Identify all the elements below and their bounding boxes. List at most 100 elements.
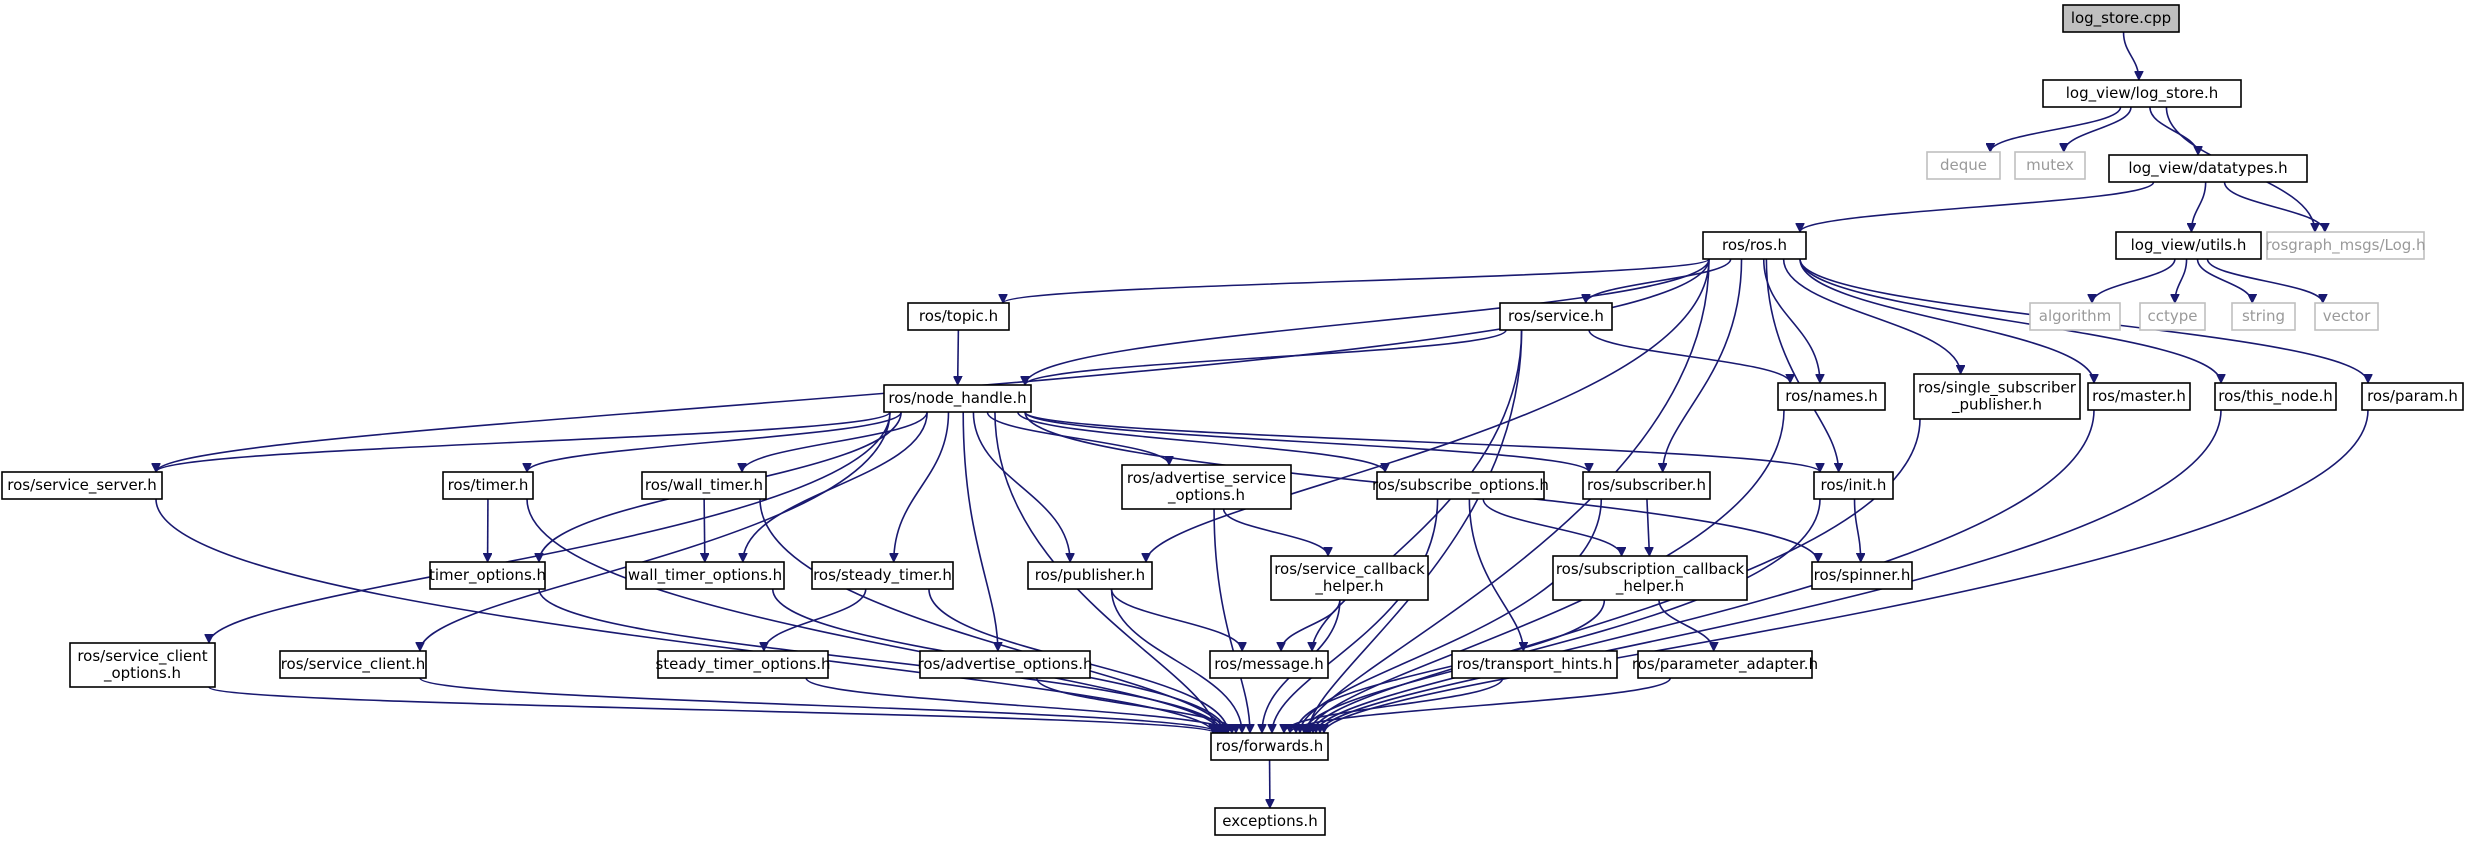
- node-box: [1702, 231, 1807, 260]
- edge-datatypes_h-to-ros_h: [1800, 181, 2155, 233]
- edge-log_store_h-to-datatypes_h: [2149, 106, 2198, 156]
- edge-node_handle_h-to-subscriber_h: [1024, 411, 1589, 473]
- node-label: ros/service.h: [1508, 307, 1604, 325]
- node-adv-service-options-h[interactable]: ros/advertise_service_options.h: [1121, 464, 1292, 510]
- node-label: _options.h: [103, 664, 181, 683]
- edge-node_handle_h-to-timer_h: [527, 411, 902, 473]
- edge-node_handle_h-to-service_client_h: [420, 411, 891, 652]
- node-param-h[interactable]: ros/param.h: [2361, 382, 2464, 411]
- edge-service_callback_helper_h-to-message_h: [1281, 599, 1341, 652]
- node-box: [2214, 382, 2337, 411]
- node-subscriber-h[interactable]: ros/subscriber.h: [1582, 471, 1711, 500]
- node-exceptions-h[interactable]: exceptions.h: [1214, 807, 1326, 836]
- edge-subscribe_options_h-to-subscription_callback_helper_h: [1482, 498, 1621, 557]
- node-advertise-options-h[interactable]: ros/advertise_options.h: [918, 650, 1093, 679]
- node-log-store-cpp[interactable]: log_store.cpp: [2062, 4, 2180, 33]
- node-log-store-h[interactable]: log_view/log_store.h: [2042, 79, 2242, 108]
- edge-utils_h-to-algorithm: [2092, 258, 2176, 304]
- edge-wall_timer_h-to-forwards_h: [759, 498, 1224, 734]
- node-label: ros/parameter_adapter.h: [1632, 655, 1818, 674]
- node-box: [919, 650, 1091, 679]
- node-label: ros/timer.h: [448, 476, 529, 494]
- edge-service_h-to-names_h: [1588, 329, 1790, 384]
- node-datatypes-h[interactable]: log_view/datatypes.h: [2108, 154, 2308, 183]
- node-timer-h[interactable]: ros/timer.h: [442, 471, 534, 500]
- node-label: log_view/datatypes.h: [2128, 159, 2287, 178]
- node-publisher-h[interactable]: ros/publisher.h: [1027, 561, 1153, 590]
- node-label: _options.h: [1167, 486, 1245, 505]
- edges-layer: [156, 31, 2368, 808]
- node-service-client-h[interactable]: ros/service_client.h: [279, 650, 427, 679]
- node-message-h[interactable]: ros/message.h: [1209, 650, 1329, 679]
- node-box: [1499, 302, 1613, 331]
- node-parameter-adapter-h[interactable]: ros/parameter_adapter.h: [1632, 650, 1818, 679]
- node-label: ros/wall_timer.h: [645, 476, 763, 495]
- edge-advertise_options_h-to-forwards_h: [1035, 677, 1236, 734]
- node-subscription-callback-helper-h[interactable]: ros/subscription_callback_helper.h: [1552, 555, 1748, 601]
- node-wall-timer-h[interactable]: ros/wall_timer.h: [641, 471, 767, 500]
- node-label: ros/service_client: [77, 647, 207, 666]
- node-service-h[interactable]: ros/service.h: [1499, 302, 1613, 331]
- node-mutex: mutex: [2014, 151, 2086, 180]
- node-names-h[interactable]: ros/names.h: [1777, 382, 1886, 411]
- edge-log_store_cpp-to-log_store_h: [2122, 31, 2139, 81]
- node-spinner-h[interactable]: ros/spinner.h: [1811, 561, 1913, 590]
- node-label: ros/single_subscriber: [1918, 379, 2077, 398]
- node-transport-hints-h[interactable]: ros/transport_hints.h: [1451, 650, 1618, 679]
- node-node-handle-h[interactable]: ros/node_handle.h: [883, 384, 1032, 413]
- node-label: ros/subscription_callback: [1556, 560, 1745, 579]
- edge-node_handle_h-to-service_server_h: [156, 411, 891, 473]
- edge-node_handle_h-to-wall_timer_h: [742, 411, 928, 473]
- node-single-sub-pub-h[interactable]: ros/single_subscriber_publisher.h: [1913, 373, 2081, 420]
- node-box: [2361, 382, 2464, 411]
- node-algorithm: algorithm: [2029, 302, 2121, 331]
- edge-ros_h-to-init_h: [1765, 258, 1838, 472]
- edge-node_handle_h-to-publisher_h: [972, 411, 1070, 562]
- node-box: [69, 642, 216, 688]
- node-box: [1811, 561, 1913, 590]
- node-box: [2062, 4, 2180, 33]
- edge-node_handle_h-to-steady_timer_h: [894, 411, 950, 562]
- node-box: [1027, 561, 1153, 590]
- node-utils-h[interactable]: log_view/utils.h: [2115, 231, 2262, 260]
- node-box: [1, 471, 163, 500]
- node-subscribe-options-h[interactable]: ros/subscribe_options.h: [1372, 471, 1549, 500]
- node-box: [1376, 471, 1545, 500]
- node-wall-timer-options-h[interactable]: wall_timer_options.h: [625, 561, 785, 590]
- node-ros-h[interactable]: ros/ros.h: [1702, 231, 1807, 260]
- node-forwards-h[interactable]: ros/forwards.h: [1210, 732, 1329, 761]
- edge-datatypes_h-to-utils_h: [2191, 181, 2207, 232]
- node-label: rosgraph_msgs/Log.h: [2265, 236, 2425, 255]
- node-topic-h[interactable]: ros/topic.h: [907, 302, 1010, 331]
- edge-node_handle_h-to-init_h: [1024, 411, 1820, 473]
- node-service-client-options-h[interactable]: ros/service_client_options.h: [69, 642, 216, 688]
- edge-wall_timer_h-to-wall_timer_options_h: [704, 498, 705, 562]
- edge-service_client_options_h-to-forwards_h: [208, 686, 1214, 734]
- node-box: [1582, 471, 1711, 500]
- edge-utils_h-to-string: [2196, 258, 2253, 304]
- node-steady-timer-options-h[interactable]: steady_timer_options.h: [655, 650, 831, 679]
- node-master-h[interactable]: ros/master.h: [2087, 382, 2191, 411]
- node-timer-options-h[interactable]: timer_options.h: [429, 561, 546, 590]
- node-label: ros/node_handle.h: [888, 389, 1026, 408]
- edge-ros_h-to-topic_h: [1003, 258, 1710, 304]
- node-box: [907, 302, 1010, 331]
- edge-log_store_h-to-mutex: [2064, 106, 2132, 153]
- node-box: [1552, 555, 1748, 601]
- node-log-h: rosgraph_msgs/Log.h: [2265, 231, 2426, 260]
- node-box: [625, 561, 785, 590]
- edge-timer_options_h-to-forwards_h: [538, 588, 1222, 734]
- node-label: deque: [1940, 156, 1987, 174]
- edge-node_handle_h-to-adv_service_options_h: [986, 411, 1169, 466]
- node-steady-timer-h[interactable]: ros/steady_timer.h: [811, 561, 954, 590]
- node-service-server-h[interactable]: ros/service_server.h: [1, 471, 163, 500]
- node-init-h[interactable]: ros/init.h: [1813, 471, 1894, 500]
- node-service-callback-helper-h[interactable]: ros/service_callback_helper.h: [1270, 555, 1429, 601]
- node-label: log_view/log_store.h: [2066, 84, 2219, 103]
- edge-ros_h-to-subscriber_h: [1663, 258, 1743, 472]
- node-label: mutex: [2026, 156, 2074, 174]
- edge-ros_h-to-service_h: [1586, 258, 1732, 304]
- node-label: ros/spinner.h: [1814, 566, 1911, 584]
- edge-utils_h-to-cctype: [2175, 258, 2188, 303]
- node-this-node-h[interactable]: ros/this_node.h: [2214, 382, 2337, 411]
